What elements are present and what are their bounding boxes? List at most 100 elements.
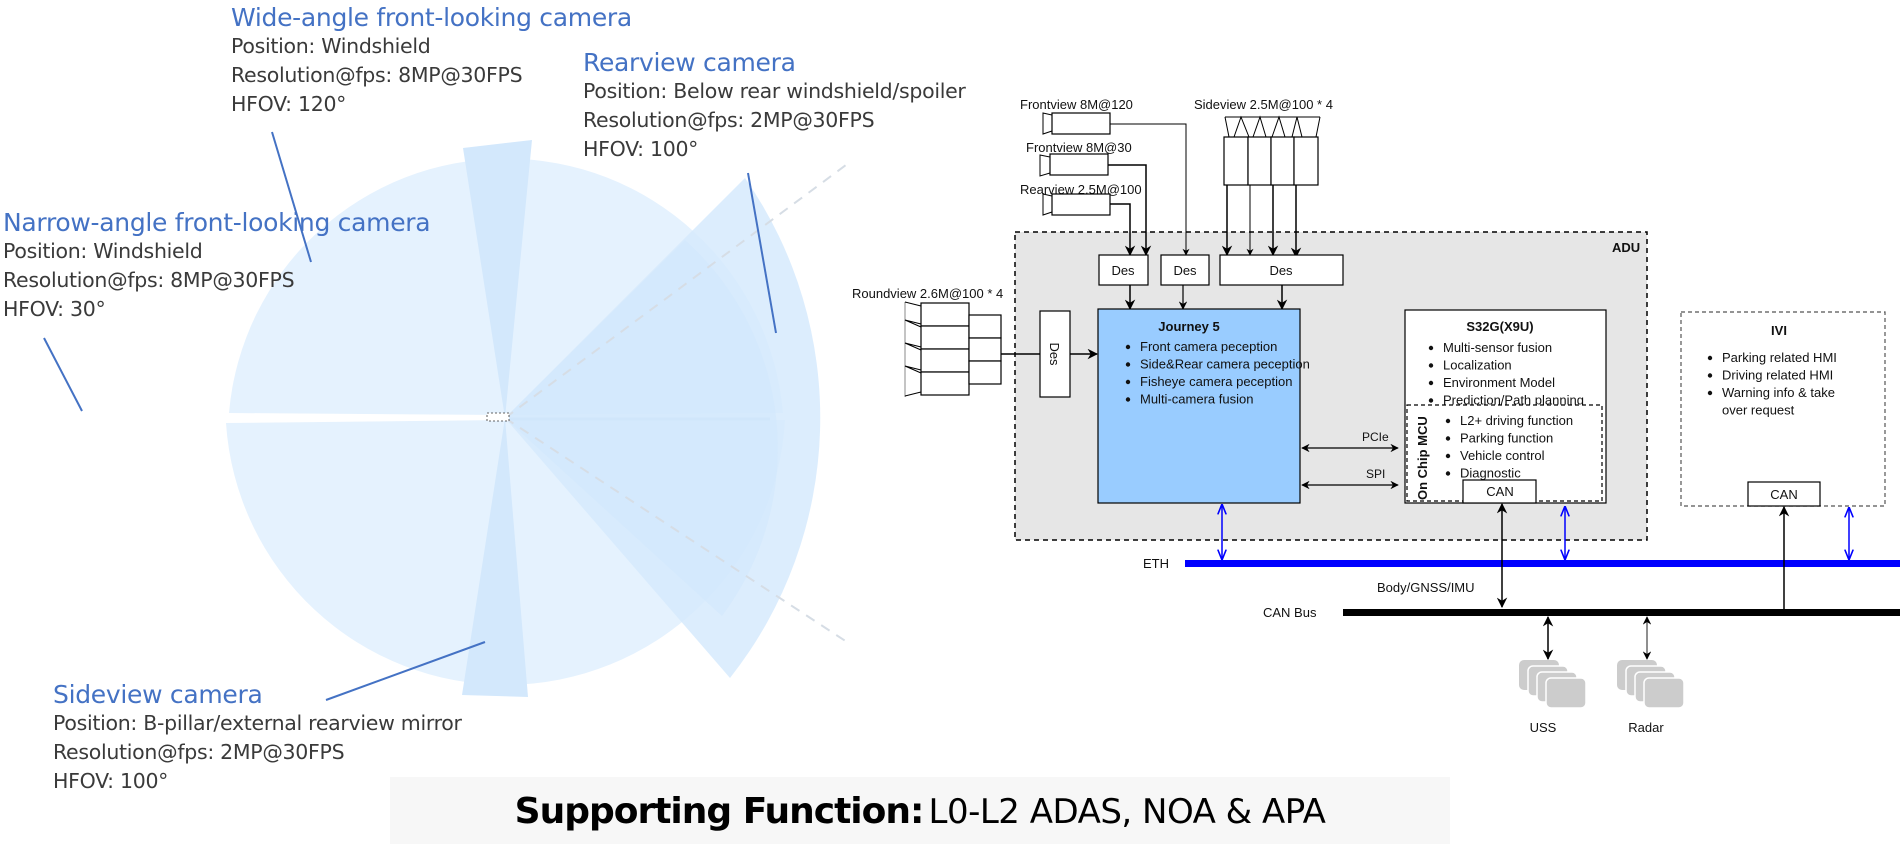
wide-front-camera-title: Wide-angle front-looking camera	[231, 3, 632, 32]
sideview-camera-title: Sideview camera	[53, 680, 263, 709]
narrow-front-beam-bottom	[462, 418, 528, 697]
mcu-bullet	[1445, 436, 1451, 441]
frontview-120-camera: Frontview 8M@120	[1020, 97, 1133, 135]
camera-fov-diagram	[43, 131, 851, 701]
journey5-bullet	[1125, 344, 1131, 350]
des-box-2-label: Des	[1173, 263, 1197, 278]
supporting-function-banner: Supporting Function: L0-L2 ADAS, NOA & A…	[390, 777, 1450, 844]
s32g-bullet	[1428, 363, 1434, 368]
wide-front-wedge	[505, 240, 778, 616]
ivi-box: IVI Parking related HMI Driving related H…	[1680, 311, 1886, 507]
rearview-camera-position: Position: Below rear windshield/spoiler	[583, 79, 966, 103]
supporting-function-text: Supporting Function: L0-L2 ADAS, NOA & A…	[390, 791, 1450, 832]
can-bus	[1343, 609, 1900, 616]
uss-sensor-icon	[1519, 660, 1587, 709]
wide-front-camera-hfov: HFOV: 120°	[231, 92, 347, 116]
sideview-camera-position: Position: B-pillar/external rearview mir…	[53, 711, 462, 735]
narrow-front-camera-resolution: Resolution@fps: 8MP@30FPS	[3, 268, 295, 292]
journey5-soc-box: Journey 5 Front camera peceptionSide&Rea…	[1097, 308, 1310, 504]
sideview-camera-array	[1223, 115, 1321, 186]
mcu-item: L2+ driving function	[1460, 413, 1573, 428]
ivi-title: IVI	[1771, 323, 1787, 338]
des-box-roundview-label: Des	[1047, 342, 1062, 366]
s32g-bullet	[1428, 380, 1434, 386]
body-gnss-imu-label: Body/GNSS/IMU	[1377, 580, 1475, 595]
ivi-bullet	[1707, 373, 1713, 378]
wide-front-camera-resolution: Resolution@fps: 8MP@30FPS	[231, 63, 523, 87]
wide-front-camera-info: Wide-angle front-looking camera Position…	[231, 3, 632, 119]
journey5-bullet	[1125, 379, 1131, 385]
ivi-can-label: CAN	[1770, 487, 1797, 502]
callout-narrow-front	[43, 337, 83, 412]
narrow-front-camera-hfov: HFOV: 30°	[3, 297, 106, 321]
frontview-30-camera: Frontview 8M@30	[1026, 140, 1132, 177]
ivi-item: Driving related HMI	[1722, 368, 1833, 383]
sideview-camera-info: Sideview camera Position: B-pillar/exter…	[53, 680, 462, 796]
journey5-bullet	[1125, 362, 1131, 367]
mcu-bullet	[1445, 471, 1451, 476]
des-box-3: Des	[1219, 254, 1344, 286]
des-box-roundview: Des	[1039, 310, 1071, 398]
ivi-bullet	[1707, 355, 1713, 361]
rearview-camera-sensor: Rearview 2.5M@100	[1020, 182, 1142, 216]
system-architecture-diagram: ADU Frontview 8M@120 Frontview 8M@30 Rea…	[852, 97, 1900, 735]
des-box-2: Des	[1160, 254, 1210, 286]
ivi-bullet	[1707, 390, 1713, 396]
callout-wide-front	[271, 131, 312, 263]
sideview-camera-hfov: HFOV: 100°	[53, 769, 169, 793]
callout-rearview	[747, 172, 777, 334]
des-box-1: Des	[1098, 254, 1149, 286]
pcie-label: PCIe	[1362, 430, 1389, 444]
journey5-bullet	[1125, 397, 1131, 402]
frontview-30-label: Frontview 8M@30	[1026, 140, 1132, 155]
supporting-function-value: L0-L2 ADAS, NOA & APA	[928, 792, 1326, 832]
uss-label: USS	[1530, 720, 1557, 735]
radar-label: Radar	[1628, 720, 1664, 735]
journey5-item: Side&Rear camera peception	[1140, 357, 1310, 372]
mcu-bullet	[1445, 418, 1451, 424]
eth-bus	[1185, 560, 1900, 567]
mcu-can-label: CAN	[1486, 484, 1513, 499]
mcu-bullet	[1445, 453, 1451, 459]
ivi-item: Parking related HMI	[1722, 350, 1837, 365]
adu-label: ADU	[1612, 240, 1640, 255]
s32g-item: Multi-sensor fusion	[1443, 340, 1552, 355]
supporting-function-label: Supporting Function:	[514, 791, 925, 832]
des-box-1-label: Des	[1111, 263, 1135, 278]
ivi-item: over request	[1722, 403, 1795, 418]
spi-label: SPI	[1366, 467, 1385, 481]
sideview-camera-resolution: Resolution@fps: 2MP@30FPS	[53, 740, 345, 764]
sideview-sensor-label: Sideview 2.5M@100 * 4	[1194, 97, 1333, 112]
des-box-3-label: Des	[1269, 263, 1293, 278]
journey5-item: Multi-camera fusion	[1140, 392, 1253, 407]
s32g-bullet	[1428, 398, 1434, 403]
car-icon	[486, 412, 510, 422]
wide-front-camera-position: Position: Windshield	[231, 34, 431, 58]
s32g-item: Prediction/Path planning	[1443, 393, 1584, 408]
rearview-camera-resolution: Resolution@fps: 2MP@30FPS	[583, 108, 875, 132]
rearview-camera-title: Rearview camera	[583, 48, 796, 77]
s32g-bullet	[1428, 345, 1434, 351]
s32g-box: S32G(X9U) Multi-sensor fusionLocalizatio…	[1404, 309, 1607, 504]
mcu-item: Diagnostic	[1460, 466, 1521, 481]
eth-label: ETH	[1143, 556, 1169, 571]
journey5-item: Front camera peception	[1140, 339, 1277, 354]
mcu-item: Parking function	[1460, 431, 1553, 446]
rearview-camera-hfov: HFOV: 100°	[583, 137, 699, 161]
journey5-title: Journey 5	[1158, 319, 1219, 334]
frontview-120-label: Frontview 8M@120	[1020, 97, 1133, 112]
rearview-camera-info: Rearview camera Position: Below rear win…	[583, 48, 966, 164]
callout-sideview	[325, 641, 486, 701]
narrow-front-beam-top	[463, 140, 532, 418]
journey5-item: Fisheye camera peception	[1140, 374, 1292, 389]
fov-dashed-guide-lower	[504, 417, 851, 645]
ivi-item: Warning info & take	[1722, 385, 1835, 400]
mcu-item: Vehicle control	[1460, 448, 1545, 463]
narrow-front-camera-info: Narrow-angle front-looking camera Positi…	[3, 208, 431, 324]
narrow-front-camera-position: Position: Windshield	[3, 239, 203, 263]
rearview-sensor-label: Rearview 2.5M@100	[1020, 182, 1142, 197]
roundview-sensor-label: Roundview 2.6M@100 * 4	[852, 286, 1003, 301]
s32g-item: Environment Model	[1443, 375, 1555, 390]
s32g-item: Localization	[1443, 358, 1512, 373]
roundview-camera-array	[904, 301, 1002, 397]
